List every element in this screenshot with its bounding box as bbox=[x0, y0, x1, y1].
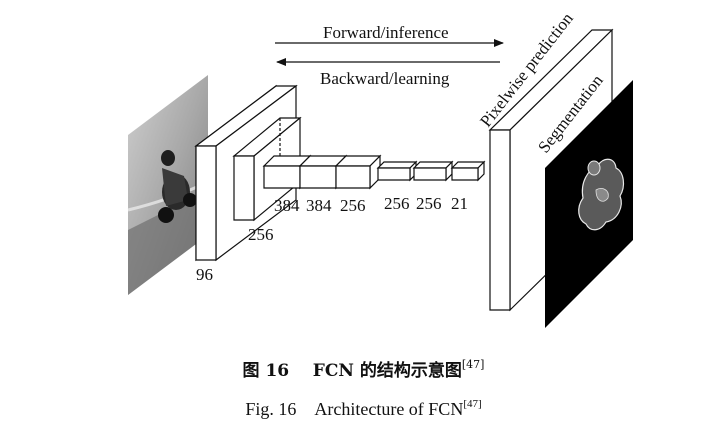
conv3-label: 384 bbox=[274, 196, 300, 215]
fc7-block bbox=[412, 160, 454, 182]
fc7-label: 256 bbox=[416, 194, 442, 213]
conv1-label: 96 bbox=[196, 265, 213, 284]
score-block bbox=[450, 160, 486, 182]
fc6-label: 256 bbox=[384, 194, 410, 213]
caption-zh-ref: [47] bbox=[461, 358, 485, 371]
caption-en-ref: [47] bbox=[463, 398, 482, 410]
conv5-block bbox=[334, 154, 382, 190]
fc6-block bbox=[376, 160, 418, 182]
input-image bbox=[127, 75, 209, 295]
forward-label: Forward/inference bbox=[323, 23, 449, 42]
backward-label: Backward/learning bbox=[320, 69, 450, 88]
conv4-label: 384 bbox=[306, 196, 332, 215]
caption-zh-text: FCN 的结构示意图 bbox=[312, 361, 462, 381]
caption-en-text: Architecture of FCN bbox=[314, 399, 464, 419]
conv5-label: 256 bbox=[340, 196, 366, 215]
caption-chinese: 图 16 FCN 的结构示意图[47] bbox=[0, 356, 727, 381]
caption-zh-prefix: 图 16 bbox=[242, 361, 290, 381]
conv2-label: 256 bbox=[248, 225, 274, 244]
segmentation-map bbox=[545, 80, 633, 328]
caption-english: Fig. 16 Architecture of FCN[47] bbox=[0, 398, 727, 420]
score-label: 21 bbox=[451, 194, 468, 213]
caption-en-prefix: Fig. 16 bbox=[245, 399, 297, 419]
